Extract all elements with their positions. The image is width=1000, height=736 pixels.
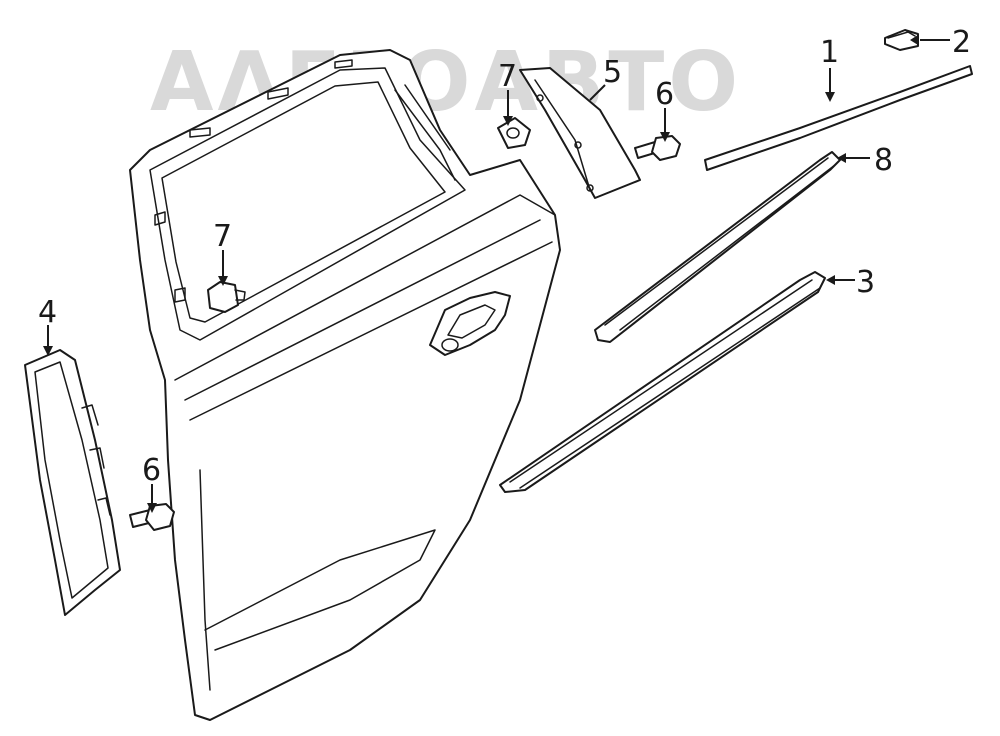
part-8-molding <box>594 151 841 343</box>
callout-6-lower: 6 <box>142 453 161 488</box>
part-7-clip-lower <box>207 281 246 313</box>
callout-8: 8 <box>874 143 893 178</box>
door-handle <box>429 291 511 356</box>
callout-3: 3 <box>856 265 875 300</box>
part-2-cap <box>884 29 919 51</box>
callout-6-upper: 6 <box>655 77 674 112</box>
part-5-applique <box>519 67 641 199</box>
callout-7-upper: 7 <box>498 59 517 94</box>
callout-4: 4 <box>38 295 57 330</box>
callout-7-lower: 7 <box>213 219 232 254</box>
callout-2: 2 <box>952 25 971 60</box>
part-7-clip-upper <box>497 117 531 149</box>
leader-lines <box>47 39 950 505</box>
part-6-bolt-upper <box>634 135 681 161</box>
callout-5: 5 <box>603 55 622 90</box>
part-1-strip <box>704 65 973 171</box>
part-4-applique <box>24 349 121 616</box>
arrowheads <box>43 35 918 513</box>
rear-door <box>129 49 561 721</box>
callout-1: 1 <box>820 35 839 70</box>
part-3-molding <box>499 271 826 493</box>
